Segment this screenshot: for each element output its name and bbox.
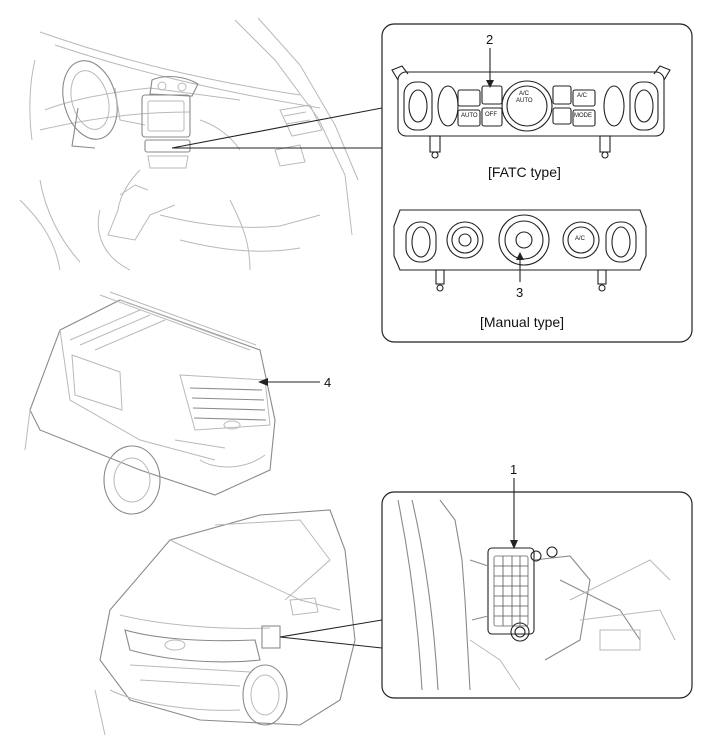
fatc-mode-button-label: MODE (574, 113, 592, 119)
fatc-ac-button-label: A/C (577, 93, 588, 99)
callout-4: 4 (324, 375, 332, 390)
manual-control-panel (393, 209, 647, 292)
fatc-control-panel (391, 65, 671, 159)
callout-2: 2 (486, 32, 494, 47)
manual-type-caption: [Manual type] (480, 314, 565, 330)
control-panel-inset (381, 23, 693, 343)
manual-ac-knob-label: A/C (575, 236, 586, 242)
fatc-ac-top-label: A/C (519, 91, 530, 97)
module-inset (381, 491, 693, 699)
dash-leader-lines (171, 107, 383, 149)
fatc-auto-top-label: AUTO (516, 98, 533, 104)
callout-1: 1 (510, 462, 518, 477)
front-car-illustration (94, 509, 356, 736)
dashboard-illustration (19, 17, 359, 271)
callout-3: 3 (516, 285, 524, 300)
module-illustration (397, 499, 676, 691)
fatc-auto-button-label: AUTO (461, 113, 478, 119)
fatc-type-caption: [FATC type] (488, 164, 561, 180)
rear-car-illustration (24, 291, 276, 515)
fatc-off-button-label: OFF (485, 112, 497, 118)
front-leader-lines (279, 619, 383, 649)
